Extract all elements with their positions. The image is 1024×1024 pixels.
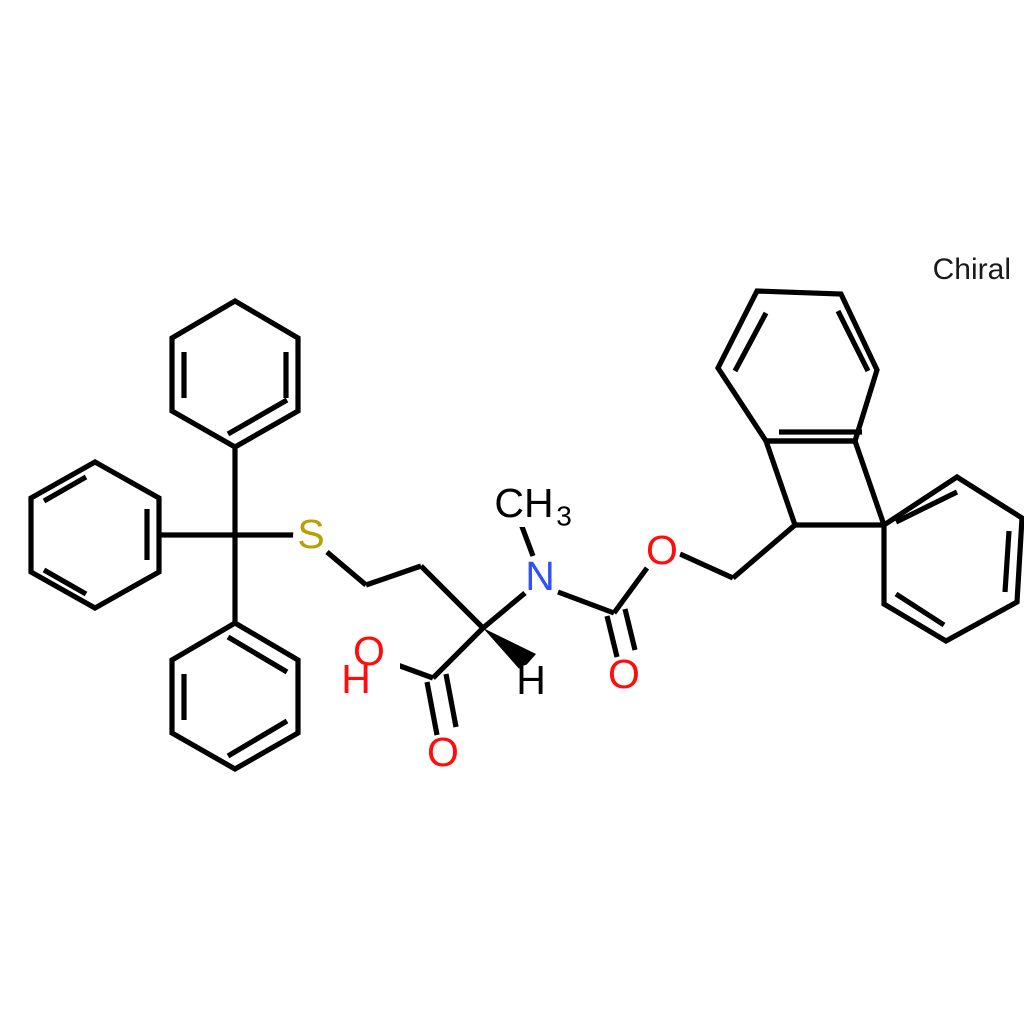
phenyl-ring-top	[169, 297, 301, 450]
atom-label-carbamate-carbonyl-oxygen: O	[608, 651, 640, 697]
atom-label-methyl-subscript: 3	[556, 500, 572, 531]
atom-labels: S N CH 3 O O H O O H	[297, 480, 678, 775]
phenyl-ring-bottom	[169, 619, 301, 772]
atom-label-halos	[293, 487, 680, 772]
atom-label-sulfur: S	[297, 511, 324, 557]
atom-label-hydroxyl-h: H	[341, 656, 371, 702]
atom-label-nitrogen: N	[525, 553, 555, 599]
trityl-group	[28, 297, 301, 772]
thioether-side-chain	[325, 550, 485, 630]
chiral-annotation-label: Chiral	[933, 253, 1011, 286]
atom-label-acid-carbonyl-oxygen: O	[427, 729, 459, 775]
phenyl-ring-left	[28, 459, 162, 611]
atom-label-stereo-hydrogen: H	[516, 657, 546, 703]
atom-label-hydroxyl-o: O	[353, 628, 385, 674]
fluorenyl-group	[714, 288, 1024, 644]
carboxylic-acid-group	[391, 626, 485, 736]
trityl-central-bonds	[159, 447, 294, 623]
fluorene-benzo-ring-left	[714, 288, 880, 444]
fluorene-cyclopenta-ring	[763, 438, 887, 528]
atom-label-ester-oxygen: O	[646, 527, 678, 573]
n-methyl-carbamate-group	[481, 523, 735, 658]
fluorene-benzo-ring-right	[881, 473, 1024, 644]
stereo-wedge-bond	[483, 628, 536, 671]
atom-label-methyl: CH	[494, 480, 553, 526]
